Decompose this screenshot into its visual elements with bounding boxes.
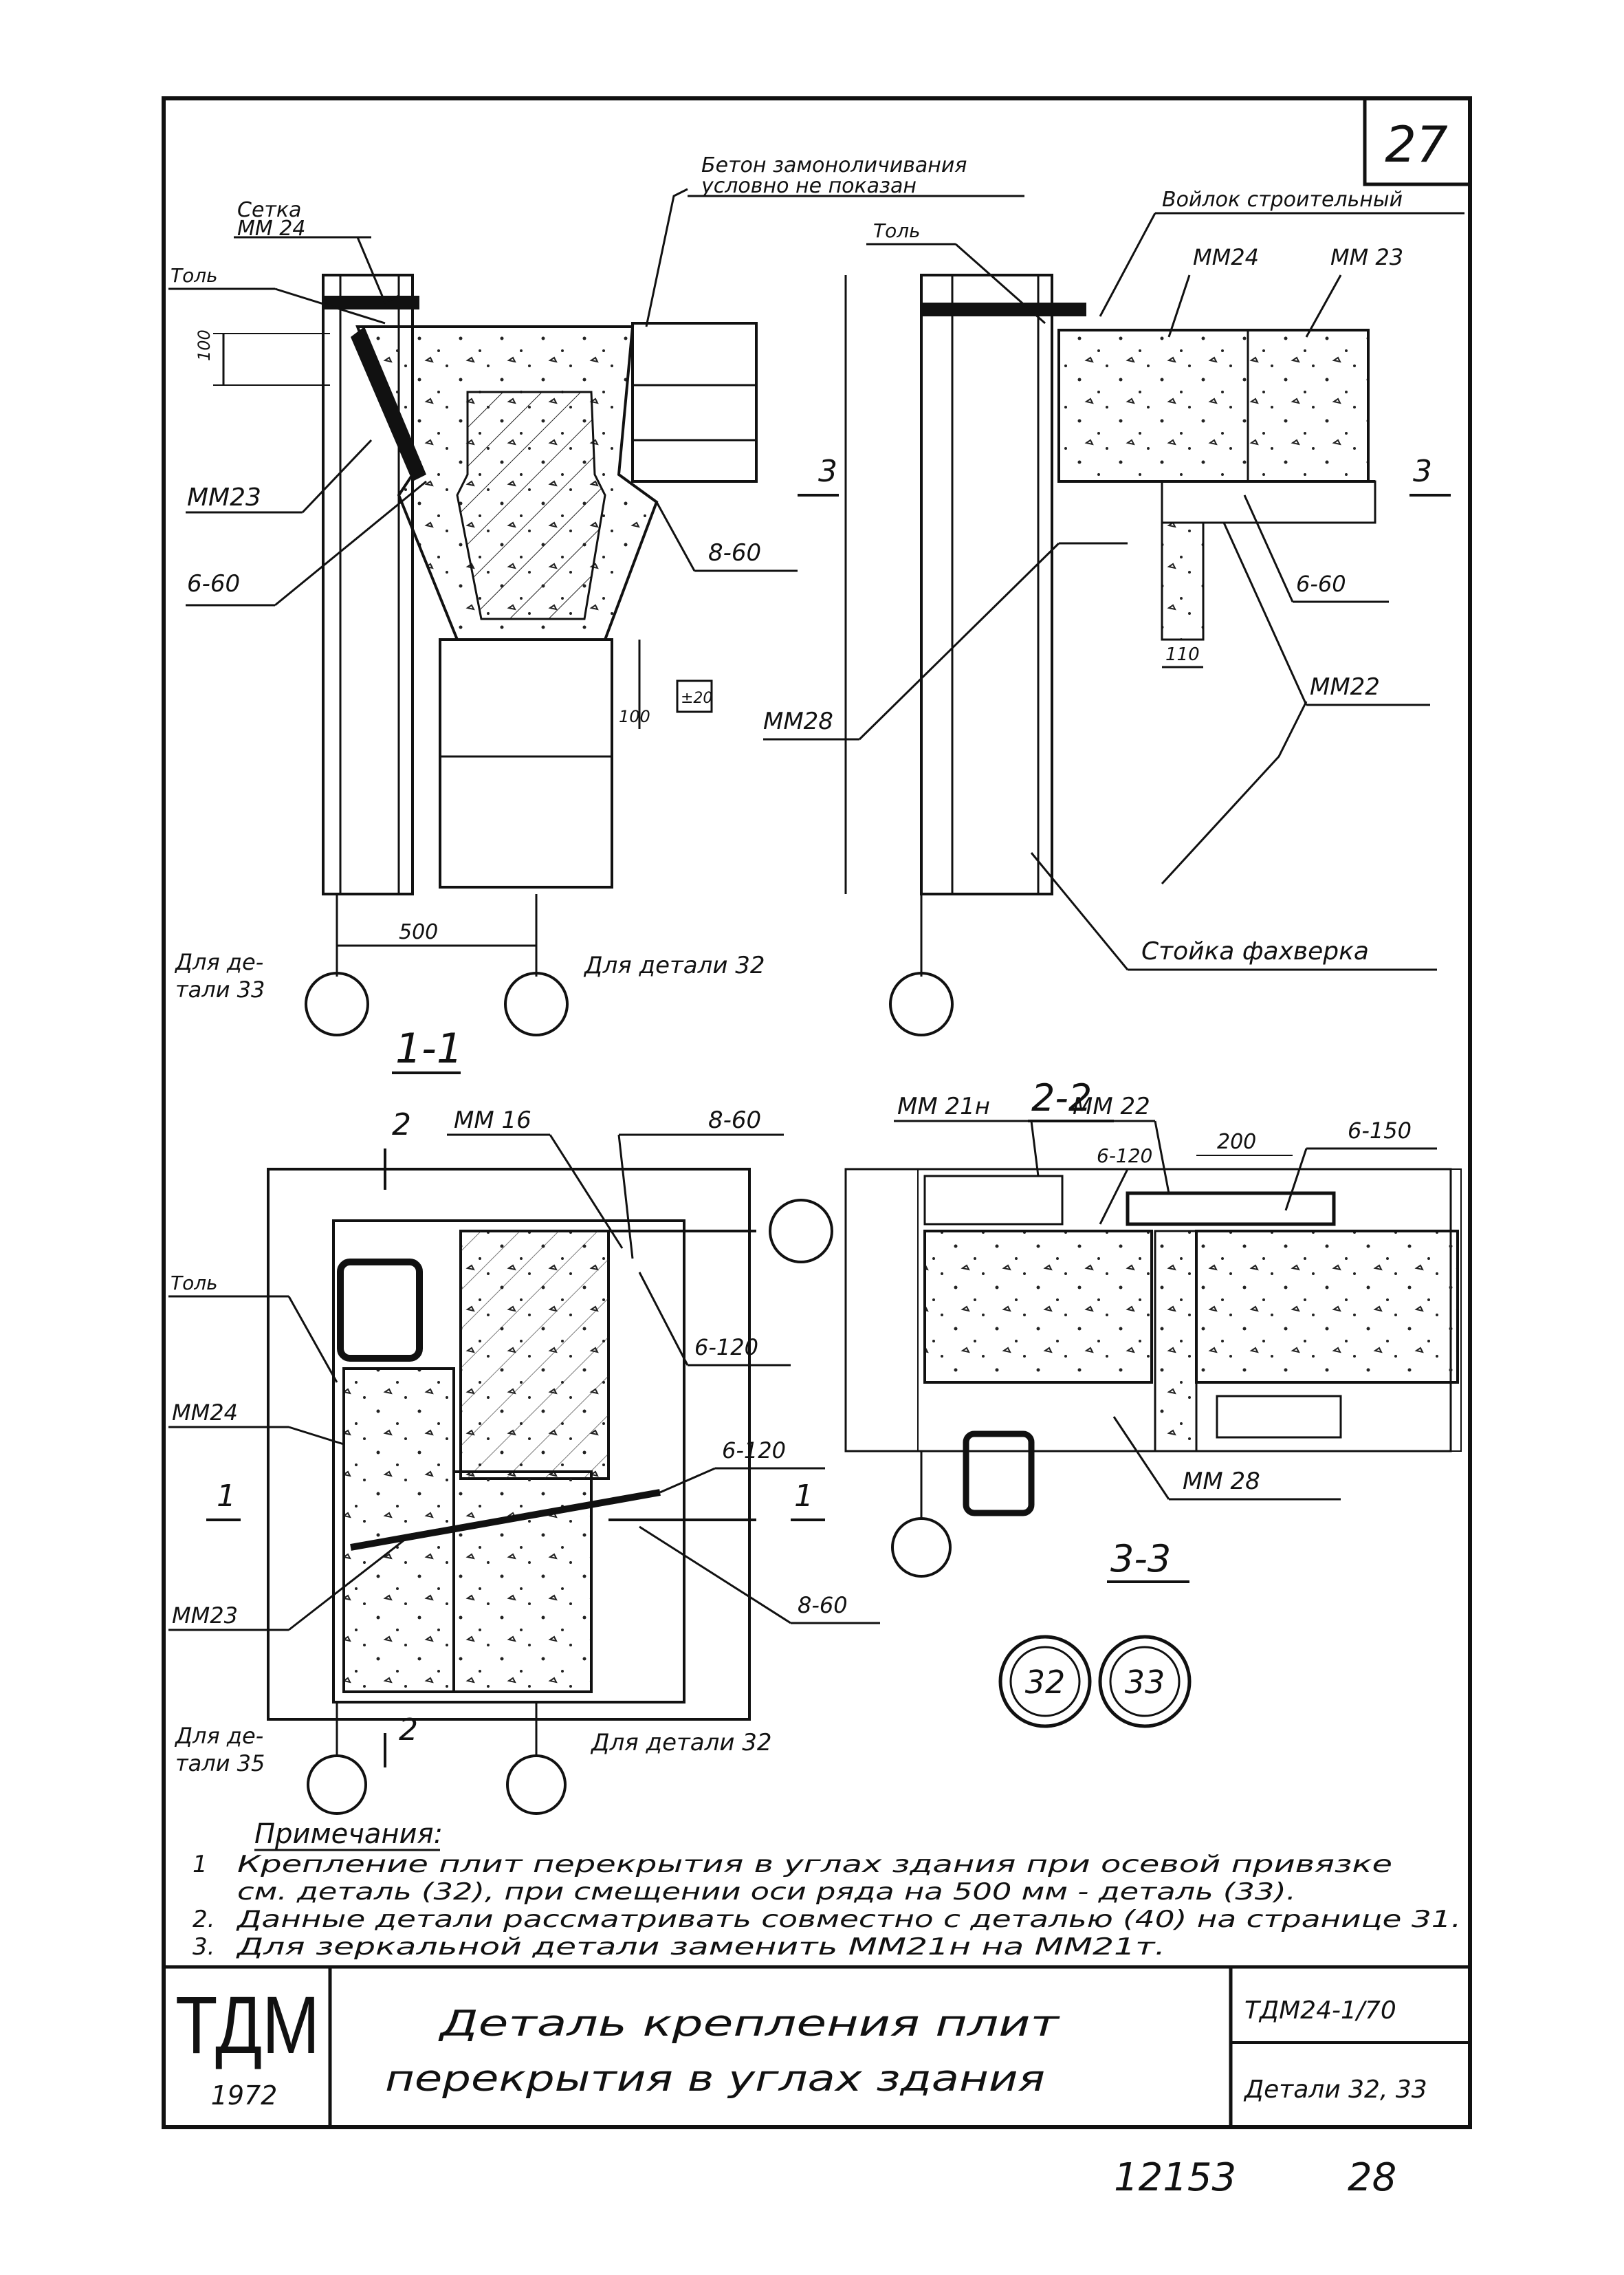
drawing-details: Детали 32, 33	[1243, 2076, 1427, 2104]
slab-left	[923, 1230, 1153, 1384]
fachwerk-label: Стойка фахверка	[1141, 937, 1369, 966]
notes-heading: Примечания:	[254, 1818, 443, 1850]
drawing-title-line1: Деталь крепления плит	[438, 2003, 1060, 2045]
tol-label: Толь	[171, 264, 218, 287]
mark-mm23-plan: ММ23	[172, 1602, 238, 1629]
axis-circle-3-3	[891, 1517, 952, 1578]
mark-b6120-3: 6-120	[1097, 1144, 1152, 1167]
cut-mark-1-right: 1	[794, 1479, 813, 1514]
mark-b6120-b: 6-120	[722, 1437, 786, 1463]
for-detail-33-line1: Для де-	[174, 949, 263, 975]
footer-right-number: 28	[1348, 2155, 1396, 2200]
dim-100-top: 100	[195, 329, 214, 361]
tube-3-3	[963, 1430, 1035, 1516]
axis-circle-32	[504, 972, 569, 1036]
detail-number-32: 32	[1025, 1664, 1066, 1701]
mark-mm22-3: ММ 22	[1073, 1093, 1150, 1120]
note-3-number: 3.	[193, 1933, 215, 1961]
logo-year: 1972	[211, 2080, 278, 2111]
concrete-note-line2: условно не показан	[701, 174, 917, 198]
note-2: Данные детали рассматривать совместно с …	[235, 1906, 1461, 1933]
section-1-1: Бетон замоноличивания условно не показан…	[168, 153, 1024, 1074]
axis-circle-plan-32	[506, 1754, 567, 1815]
note-1-number: 1	[193, 1851, 208, 1878]
slab-block	[1057, 329, 1370, 483]
slab-right	[1195, 1230, 1459, 1384]
tolerance-20: ±20	[681, 690, 712, 707]
dim-110: 110	[1165, 644, 1200, 665]
mark-mm28: ММ28	[763, 708, 833, 735]
mark-mm22: ММ22	[1310, 673, 1380, 701]
for-detail-33-line2: тали 33	[175, 977, 265, 1003]
footer-left-number: 12153	[1114, 2155, 1236, 2200]
tol-label-2: Толь	[873, 219, 921, 242]
page-number: 27	[1385, 116, 1448, 173]
mesh-label: Сетка	[237, 198, 301, 222]
note-3: Для зеркальной детали заменить ММ21н на …	[235, 1933, 1165, 1961]
detail-circle-33	[1098, 1635, 1192, 1728]
mark-b860: 8-60	[708, 539, 761, 567]
detail-circle-32	[998, 1635, 1092, 1728]
section-1-1-title: 1-1	[395, 1025, 463, 1073]
section-3-3-title: 3-3	[1110, 1537, 1171, 1580]
drawing-code: ТДМ24-1/70	[1244, 1996, 1396, 2025]
mark-mm16: ММ 16	[454, 1107, 531, 1134]
note-1-line2: см. деталь (32), при смещении оси ряда н…	[237, 1878, 1296, 1906]
dim-500: 500	[399, 920, 438, 944]
mark-mm23-2: ММ 23	[1330, 244, 1403, 270]
section-2-2: Войлок строительный Толь ММ24 ММ 23 3 3 …	[763, 188, 1464, 1122]
axis-circle-33	[305, 972, 369, 1036]
felt-label: Войлок строительный	[1162, 188, 1403, 212]
sheet-frame	[162, 96, 1472, 2129]
wall-column	[322, 274, 414, 895]
mark-mm21n: ММ 21н	[897, 1093, 990, 1120]
for-detail-35-line1: Для де-	[174, 1723, 263, 1749]
dim-100: 100	[619, 707, 650, 726]
mark-mm24-2: ММ24	[1193, 244, 1259, 270]
mark-b60-2: 6-60	[1296, 571, 1346, 597]
section-3-3: ММ 21н ММ 22 6-120 200 6-150 ММ 28 3-3 3…	[844, 1093, 1462, 1728]
dim-200: 200	[1217, 1130, 1256, 1154]
page-number-box	[1363, 96, 1472, 186]
mark-mm28-3: ММ 28	[1183, 1468, 1260, 1495]
cut-mark-2-top: 2	[392, 1107, 411, 1142]
axis-circle-2-2	[889, 972, 954, 1036]
mark-mm23: ММ23	[187, 483, 261, 512]
tol-label-plan: Толь	[171, 1272, 218, 1294]
mark-b860-bottom: 8-60	[798, 1592, 848, 1618]
tube-column	[337, 1259, 423, 1362]
fachwerk-column	[920, 274, 1053, 895]
for-detail-35-line2: тали 35	[175, 1750, 265, 1776]
section-2-2-title: 2-2	[1031, 1076, 1092, 1120]
logo-tdm: ТДМ	[175, 1980, 320, 2071]
axis-circle-plan-35	[307, 1754, 367, 1815]
detail-number-33: 33	[1125, 1664, 1165, 1701]
mark-b60: 6-60	[187, 570, 240, 598]
notes-block: Примечания: 1 Крепление плит перекрытия …	[193, 1818, 1461, 1961]
cut-mark-2-bottom: 2	[399, 1712, 418, 1748]
mesh-mark-mm24: ММ 24	[237, 217, 305, 241]
plan-view: 2 ММ 16 8-60 Толь 6-120 ММ24 6-120 1 1 М…	[168, 1107, 880, 1815]
title-block: ТДМ 1972 Деталь крепления плит перекрыти…	[164, 1965, 1470, 2127]
axis-circle-plan-right	[769, 1199, 833, 1263]
cut-mark-3-left: 3	[818, 454, 837, 489]
note-1-line1: Крепление плит перекрытия в углах здания…	[237, 1851, 1392, 1878]
mark-b860-top: 8-60	[708, 1107, 761, 1134]
concrete-note-line1: Бетон замоноличивания	[701, 153, 967, 177]
mark-mm24-plan: ММ24	[172, 1400, 238, 1426]
for-detail-32: Для детали 32	[583, 952, 765, 979]
note-2-number: 2.	[193, 1906, 215, 1933]
mark-b6150: 6-150	[1348, 1118, 1412, 1144]
for-detail-32-plan: Для детали 32	[590, 1729, 772, 1756]
cut-mark-1-left: 1	[217, 1479, 236, 1514]
cut-mark-3-right: 3	[1413, 454, 1432, 489]
drawing-title-line2: перекрытия в углах здания	[385, 2058, 1045, 2100]
mark-b6120-a: 6-120	[694, 1334, 758, 1360]
